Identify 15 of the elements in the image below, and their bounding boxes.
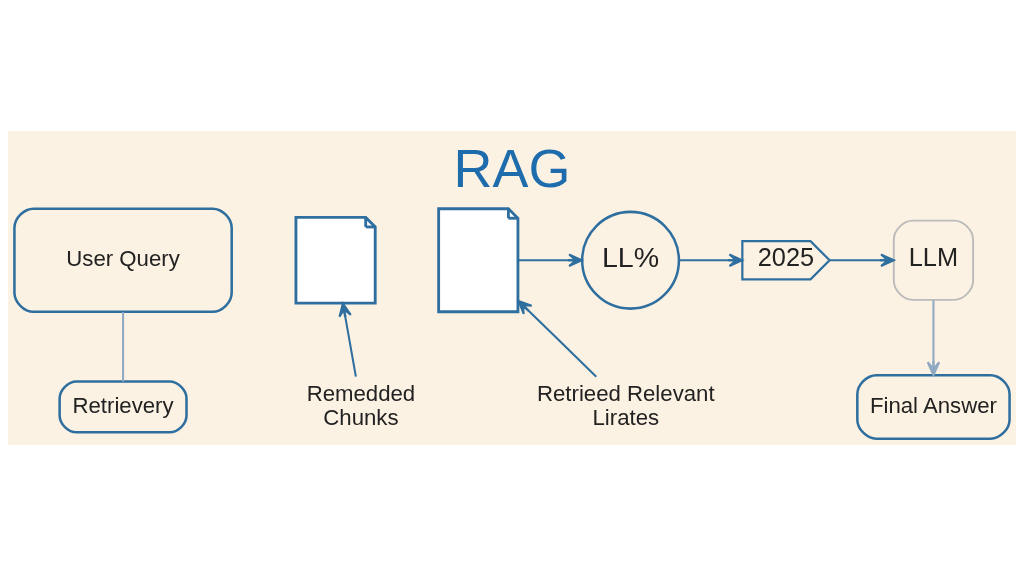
node-box: Final Answer: [856, 373, 1011, 440]
arrow: [679, 253, 744, 267]
arrow: [517, 300, 597, 378]
arrow: [926, 300, 941, 376]
node-circle: LL%: [580, 210, 681, 310]
arrow: [518, 253, 583, 267]
connector: [122, 312, 125, 382]
node-box: LLM: [892, 219, 975, 301]
node-text: Remedded Chunks: [306, 380, 416, 430]
arrow: [829, 253, 895, 267]
node-text: Retrieed Relevant Lirates: [536, 380, 715, 430]
node-box: Retrievery: [58, 380, 188, 434]
arrow: [338, 302, 357, 377]
node-box: User Query: [13, 207, 233, 314]
diagram-title: RAG: [453, 137, 571, 198]
